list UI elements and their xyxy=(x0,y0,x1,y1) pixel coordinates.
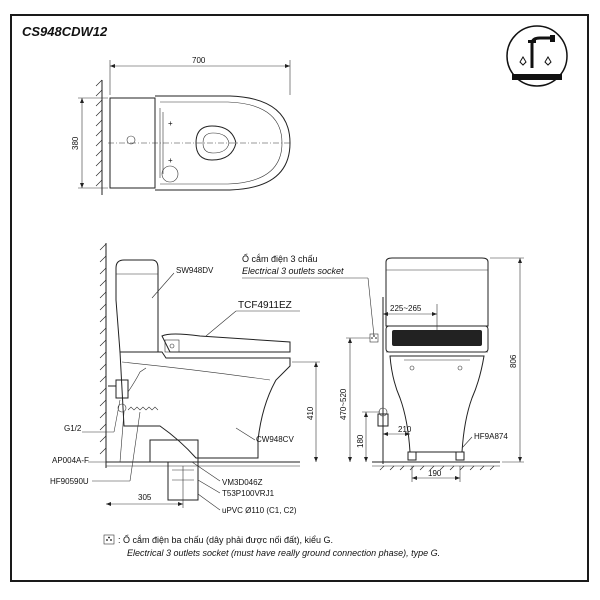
dim-total-height: 806 xyxy=(509,354,518,368)
dim-socket-offset: 225~265 xyxy=(390,304,422,313)
footnote-line-en: Electrical 3 outlets socket (must have r… xyxy=(127,548,440,558)
dim-socket-height: 470~520 xyxy=(339,388,348,420)
tank-model-label: SW948DV xyxy=(176,266,214,275)
model-title: CS948CDW12 xyxy=(22,24,108,39)
seat-model-label: TCF4911EZ xyxy=(238,300,292,311)
pipe-spec-label: uPVC Ø110 (C1, C2) xyxy=(222,506,297,515)
pipe-model-label: T53P100VRJ1 xyxy=(222,489,275,498)
washlet-faucet-icon xyxy=(506,25,568,87)
valve-model-label: AP004A-F xyxy=(52,456,89,465)
svg-text:+: + xyxy=(168,119,173,128)
socket-label-en: Electrical 3 outlets socket xyxy=(242,266,344,276)
bowl-model-label: CW948CV xyxy=(256,435,294,444)
flange-model-label: VM3D046Z xyxy=(222,478,263,487)
top-view: + + 700 380 xyxy=(71,56,292,195)
dim-depth: 380 xyxy=(71,136,80,150)
svg-text:+: + xyxy=(168,156,173,165)
footnote: : Ổ cắm điện ba chấu (dây phải được nối … xyxy=(103,534,440,558)
drawing-sheet xyxy=(10,14,589,582)
dim-rough-in: 305 xyxy=(138,493,152,502)
dim-base: 190 xyxy=(428,469,442,478)
front-hose-label: HF9A874 xyxy=(474,432,508,441)
socket-label-vi: Ổ cắm điện 3 chấu xyxy=(242,253,318,264)
valve-size-label: G1/2 xyxy=(64,424,82,433)
dim-width: 700 xyxy=(192,56,206,65)
dim-valve-offset: 210 xyxy=(398,425,412,434)
side-view: SW948DV TCF4911EZ CW948CV G1/2 AP004A-F … xyxy=(50,243,320,515)
socket-symbol-icon xyxy=(103,534,115,545)
footnote-line-vi: : Ổ cắm điện ba chấu (dây phải được nối … xyxy=(118,534,333,545)
hose-model-label: HF90590U xyxy=(50,477,89,486)
dim-valve-height: 180 xyxy=(356,434,365,448)
dim-height: 410 xyxy=(306,406,315,420)
front-view: Ổ cắm điện 3 chấu Electrical 3 outlets s… xyxy=(242,253,524,482)
